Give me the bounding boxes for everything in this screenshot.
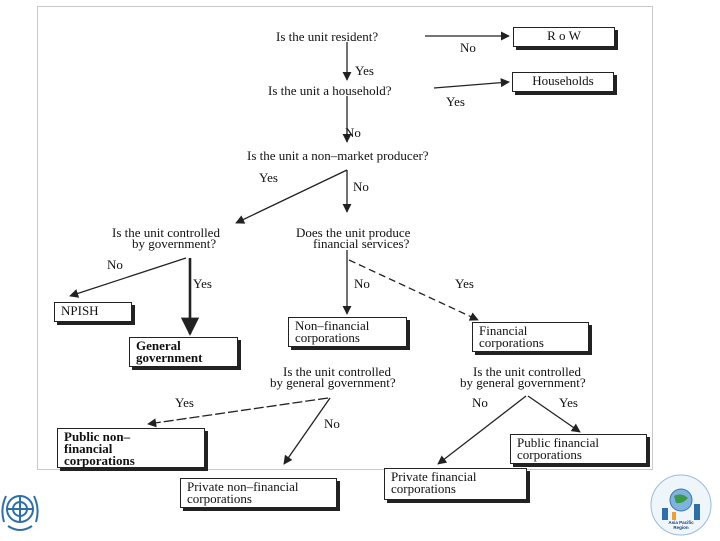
box-financial-corporations: Financial corporations bbox=[472, 322, 589, 352]
box-non-financial-corporations: Non–financial corporations bbox=[288, 317, 407, 347]
arrow-q7-no bbox=[437, 395, 527, 465]
question-household: Is the unit a household? bbox=[268, 83, 392, 98]
answer-q1-no: No bbox=[460, 40, 476, 55]
box-public-non-financial-line1: Public non– bbox=[64, 429, 131, 444]
box-general-government-line2: government bbox=[136, 350, 203, 365]
answer-q4-no: No bbox=[107, 257, 123, 272]
box-public-non-financial-corporations: Public non– financial corporations bbox=[57, 428, 205, 468]
arrow-q3-yes bbox=[235, 169, 348, 224]
box-private-non-financial-line1: Private non–financial bbox=[187, 479, 299, 494]
arrow-q2-yes bbox=[433, 78, 510, 89]
box-general-government-line1: General bbox=[136, 338, 181, 353]
box-public-non-financial-line3: corporations bbox=[64, 453, 135, 468]
box-financial-line2: corporations bbox=[479, 335, 544, 350]
arrow-q6-no bbox=[283, 397, 331, 465]
box-public-financial-corporations: Public financial corporations bbox=[510, 434, 647, 464]
box-public-financial-line1: Public financial bbox=[517, 435, 599, 450]
answer-q3-yes: Yes bbox=[259, 170, 278, 185]
answer-q7-no: No bbox=[472, 395, 488, 410]
box-financial-line1: Financial bbox=[479, 323, 528, 338]
arrow-q6-yes bbox=[147, 397, 329, 428]
box-households-label: Households bbox=[532, 73, 594, 88]
box-private-financial-line1: Private financial bbox=[391, 469, 477, 484]
arrow-q7-yes bbox=[527, 395, 581, 433]
answer-q1-yes: Yes bbox=[355, 63, 374, 78]
box-non-financial-line2: corporations bbox=[295, 330, 360, 345]
box-npish-label: NPISH bbox=[61, 303, 99, 318]
question-financial-services-line2: financial services? bbox=[313, 236, 410, 251]
arrow-q5-yes bbox=[348, 259, 479, 321]
box-private-financial-line2: corporations bbox=[391, 481, 456, 496]
question-financial-services-line1: Does the unit produce bbox=[296, 225, 411, 240]
box-rest-of-world: R o W bbox=[513, 27, 615, 47]
answer-q6-no: No bbox=[324, 416, 340, 431]
box-private-financial-corporations: Private financial corporations bbox=[384, 468, 527, 500]
answer-q4-yes: Yes bbox=[193, 276, 212, 291]
asia-pacific-region-logo: Asia Pacific Region bbox=[650, 474, 712, 536]
answer-q5-no: No bbox=[354, 276, 370, 291]
box-npish: NPISH bbox=[54, 302, 132, 322]
question-non-market-producer: Is the unit a non–market producer? bbox=[247, 148, 429, 163]
question-controlled-by-government-line2: by government? bbox=[132, 236, 217, 251]
box-private-non-financial-line2: corporations bbox=[187, 491, 252, 506]
box-non-financial-line1: Non–financial bbox=[295, 318, 370, 333]
answer-q6-yes: Yes bbox=[175, 395, 194, 410]
question-fin-controlled-line2: by general government? bbox=[460, 375, 586, 390]
question-controlled-by-government-line1: Is the unit controlled bbox=[112, 225, 220, 240]
globe-icon bbox=[650, 474, 712, 536]
answer-q5-yes: Yes bbox=[455, 276, 474, 291]
box-households: Households bbox=[512, 72, 614, 92]
answer-q7-yes: Yes bbox=[559, 395, 578, 410]
answer-q2-no: No bbox=[345, 125, 361, 140]
question-fin-controlled-line1: Is the unit controlled bbox=[473, 364, 581, 379]
logo-caption: Asia Pacific Region bbox=[654, 520, 708, 530]
un-emblem-icon bbox=[1, 495, 39, 531]
box-rest-of-world-label: R o W bbox=[547, 28, 581, 43]
logo-caption-line1: Asia Pacific bbox=[668, 520, 694, 525]
box-public-non-financial-line2: financial bbox=[64, 441, 113, 456]
arrow-q4-no bbox=[69, 257, 187, 298]
answer-q2-yes: Yes bbox=[446, 94, 465, 109]
box-general-government: General government bbox=[129, 337, 238, 367]
question-nonfin-controlled-line1: Is the unit controlled bbox=[283, 364, 391, 379]
question-resident: Is the unit resident? bbox=[276, 29, 379, 44]
box-public-financial-line2: corporations bbox=[517, 447, 582, 462]
question-nonfin-controlled-line2: by general government? bbox=[270, 375, 396, 390]
answer-q3-no: No bbox=[353, 179, 369, 194]
logo-caption-line2: Region bbox=[673, 525, 689, 530]
box-private-non-financial-corporations: Private non–financial corporations bbox=[180, 478, 337, 508]
